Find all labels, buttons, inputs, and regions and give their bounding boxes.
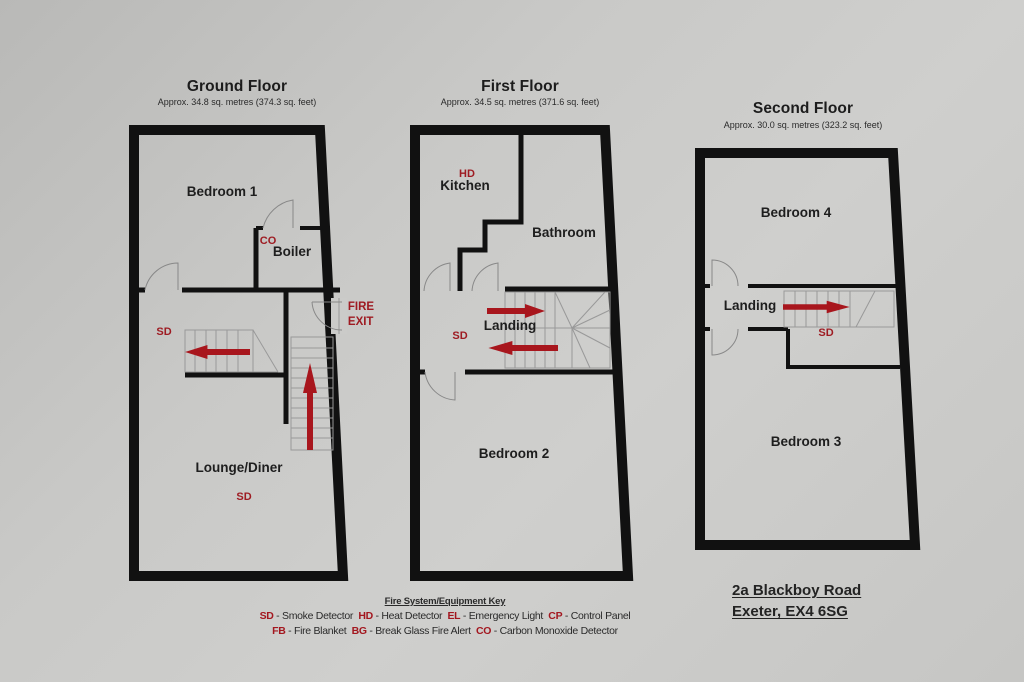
key-line-2: FB - Fire Blanket BG - Break Glass Fire … — [230, 625, 660, 637]
room-label-lounge-diner: Lounge/Diner — [195, 460, 283, 475]
detector-sd: SD — [156, 326, 172, 338]
room-label-landing: Landing — [723, 298, 777, 313]
key-abbr-bg: BG — [351, 625, 367, 637]
detector-sd: SD — [236, 491, 252, 503]
first-floor-area: Approx. 34.5 sq. metres (371.6 sq. feet) — [440, 97, 600, 107]
detector-sd: SD — [818, 327, 834, 339]
escape-arrow-right-icon — [783, 300, 850, 314]
key-line-1: SD - Smoke Detector HD - Heat Detector E… — [230, 610, 660, 622]
room-label-bedroom-4: Bedroom 4 — [760, 205, 832, 220]
key-title: Fire System/Equipment Key — [384, 596, 506, 607]
ground-floor-title: Ground Floor — [186, 78, 288, 95]
room-label-boiler: Boiler — [272, 244, 312, 259]
key-abbr-cp: CP — [548, 610, 563, 622]
room-label-landing: Landing — [483, 318, 537, 333]
room-label-kitchen: Kitchen — [440, 178, 490, 193]
ground-floor-area: Approx. 34.8 sq. metres (374.3 sq. feet) — [157, 97, 317, 107]
detector-sd: SD — [452, 330, 468, 342]
address-line-2: Exeter, EX4 6SG — [732, 603, 848, 620]
second-floor-title: Second Floor — [752, 100, 854, 117]
detector-co: CO — [259, 235, 277, 247]
key-label-fb: - Fire Blanket — [285, 625, 347, 637]
room-label-bathroom: Bathroom — [532, 225, 596, 240]
key-abbr-sd: SD — [259, 610, 274, 622]
key-abbr-hd: HD — [358, 610, 373, 622]
fire-exit-label: FIRE EXIT — [348, 300, 374, 330]
key-label-el: - Emergency Light — [460, 610, 544, 622]
escape-arrow-up-icon — [303, 363, 317, 450]
detector-hd: HD — [459, 168, 475, 180]
first-floor-title: First Floor — [481, 78, 559, 95]
first-floor-plan — [410, 125, 634, 581]
second-floor-plan — [695, 148, 921, 550]
escape-arrow-left-icon — [488, 341, 558, 355]
fire-exit-line-2: EXIT — [347, 316, 374, 328]
key-label-hd: - Heat Detector — [372, 610, 443, 622]
key-abbr-co: CO — [476, 625, 492, 637]
key-abbr-fb: FB — [272, 625, 286, 637]
key-abbr-el: EL — [447, 610, 461, 622]
key-label-co: - Carbon Monoxide Detector — [491, 625, 618, 637]
address-line-1: 2a Blackboy Road — [732, 582, 862, 599]
property-address: 2a Blackboy Road Exeter, EX4 6SG — [732, 580, 861, 622]
room-label-bedroom-2: Bedroom 2 — [478, 446, 550, 461]
second-floor-area: Approx. 30.0 sq. metres (323.2 sq. feet) — [723, 120, 883, 130]
room-label-bedroom-3: Bedroom 3 — [770, 434, 842, 449]
key-label-cp: - Control Panel — [562, 610, 631, 622]
ground-floor-plan — [129, 125, 349, 581]
fire-exit-line-1: FIRE — [347, 301, 375, 313]
key-label-bg: - Break Glass Fire Alert — [366, 625, 471, 637]
fire-equipment-key: Fire System/Equipment Key SD - Smoke Det… — [230, 596, 660, 637]
room-label-bedroom-1: Bedroom 1 — [186, 184, 258, 199]
key-label-sd: - Smoke Detector — [273, 610, 354, 622]
escape-arrow-right-icon — [487, 304, 545, 318]
